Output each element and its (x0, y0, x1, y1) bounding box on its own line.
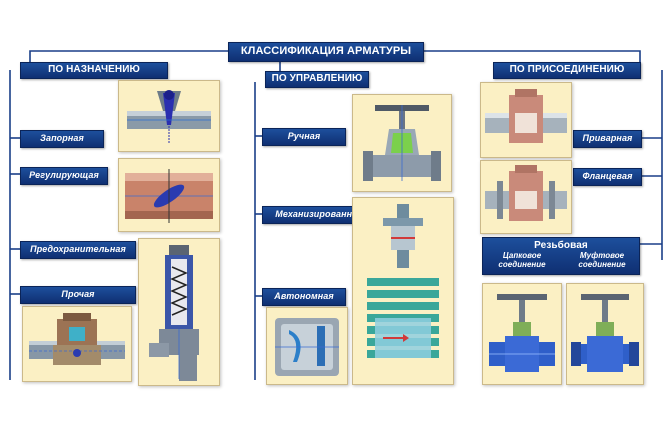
image-regulating-valve (118, 158, 220, 232)
spigot-valve-icon (489, 294, 555, 372)
label-threaded: Резьбовая (482, 237, 640, 275)
image-mechanized-valve (352, 197, 454, 385)
image-other-valve (22, 306, 132, 382)
check-valve-icon (29, 313, 125, 365)
heading-connection: ПО ПРИСОЕДИНЕНИЮ (493, 62, 641, 79)
image-welded-valve (480, 82, 572, 158)
image-flanged-valve (480, 160, 572, 234)
label-regulating: Регулирующая (20, 167, 108, 185)
sub-label-spigot: Цапковое соединение (498, 251, 546, 269)
page-title: КЛАССИФИКАЦИЯ АРМАТУРЫ (228, 42, 424, 62)
sub-label-coupling: Муфтовое соединение (578, 251, 626, 269)
coupling-valve-icon (571, 294, 639, 372)
autonomous-valve-icon (275, 318, 339, 376)
welded-valve-icon (485, 89, 567, 143)
heading-purpose: ПО НАЗНАЧЕНИЮ (20, 62, 168, 79)
label-safety: Предохранительная (20, 241, 136, 259)
image-spigot-valve (482, 283, 562, 385)
label-threaded-text: Резьбовая (534, 240, 588, 251)
label-welded: Приварная (573, 130, 642, 148)
gate-valve-handwheel-icon (363, 105, 441, 181)
label-shutoff: Запорная (20, 130, 104, 148)
label-autonomous: Автономная (262, 288, 346, 306)
image-coupling-valve (566, 283, 644, 385)
label-other: Прочая (20, 286, 136, 304)
image-autonomous-valve (266, 307, 348, 385)
shutoff-valve-icon (127, 90, 211, 143)
heading-control: ПО УПРАВЛЕНИЮ (265, 71, 369, 88)
image-shutoff-valve (118, 80, 220, 152)
butterfly-valve-icon (125, 169, 213, 223)
label-flanged: Фланцевая (573, 168, 642, 186)
actuated-valve-icon (367, 204, 439, 358)
label-manual: Ручная (262, 128, 346, 146)
flanged-valve-icon (485, 165, 567, 221)
safety-valve-icon (149, 245, 199, 381)
image-manual-valve (352, 94, 452, 192)
image-safety-valve (138, 238, 220, 386)
